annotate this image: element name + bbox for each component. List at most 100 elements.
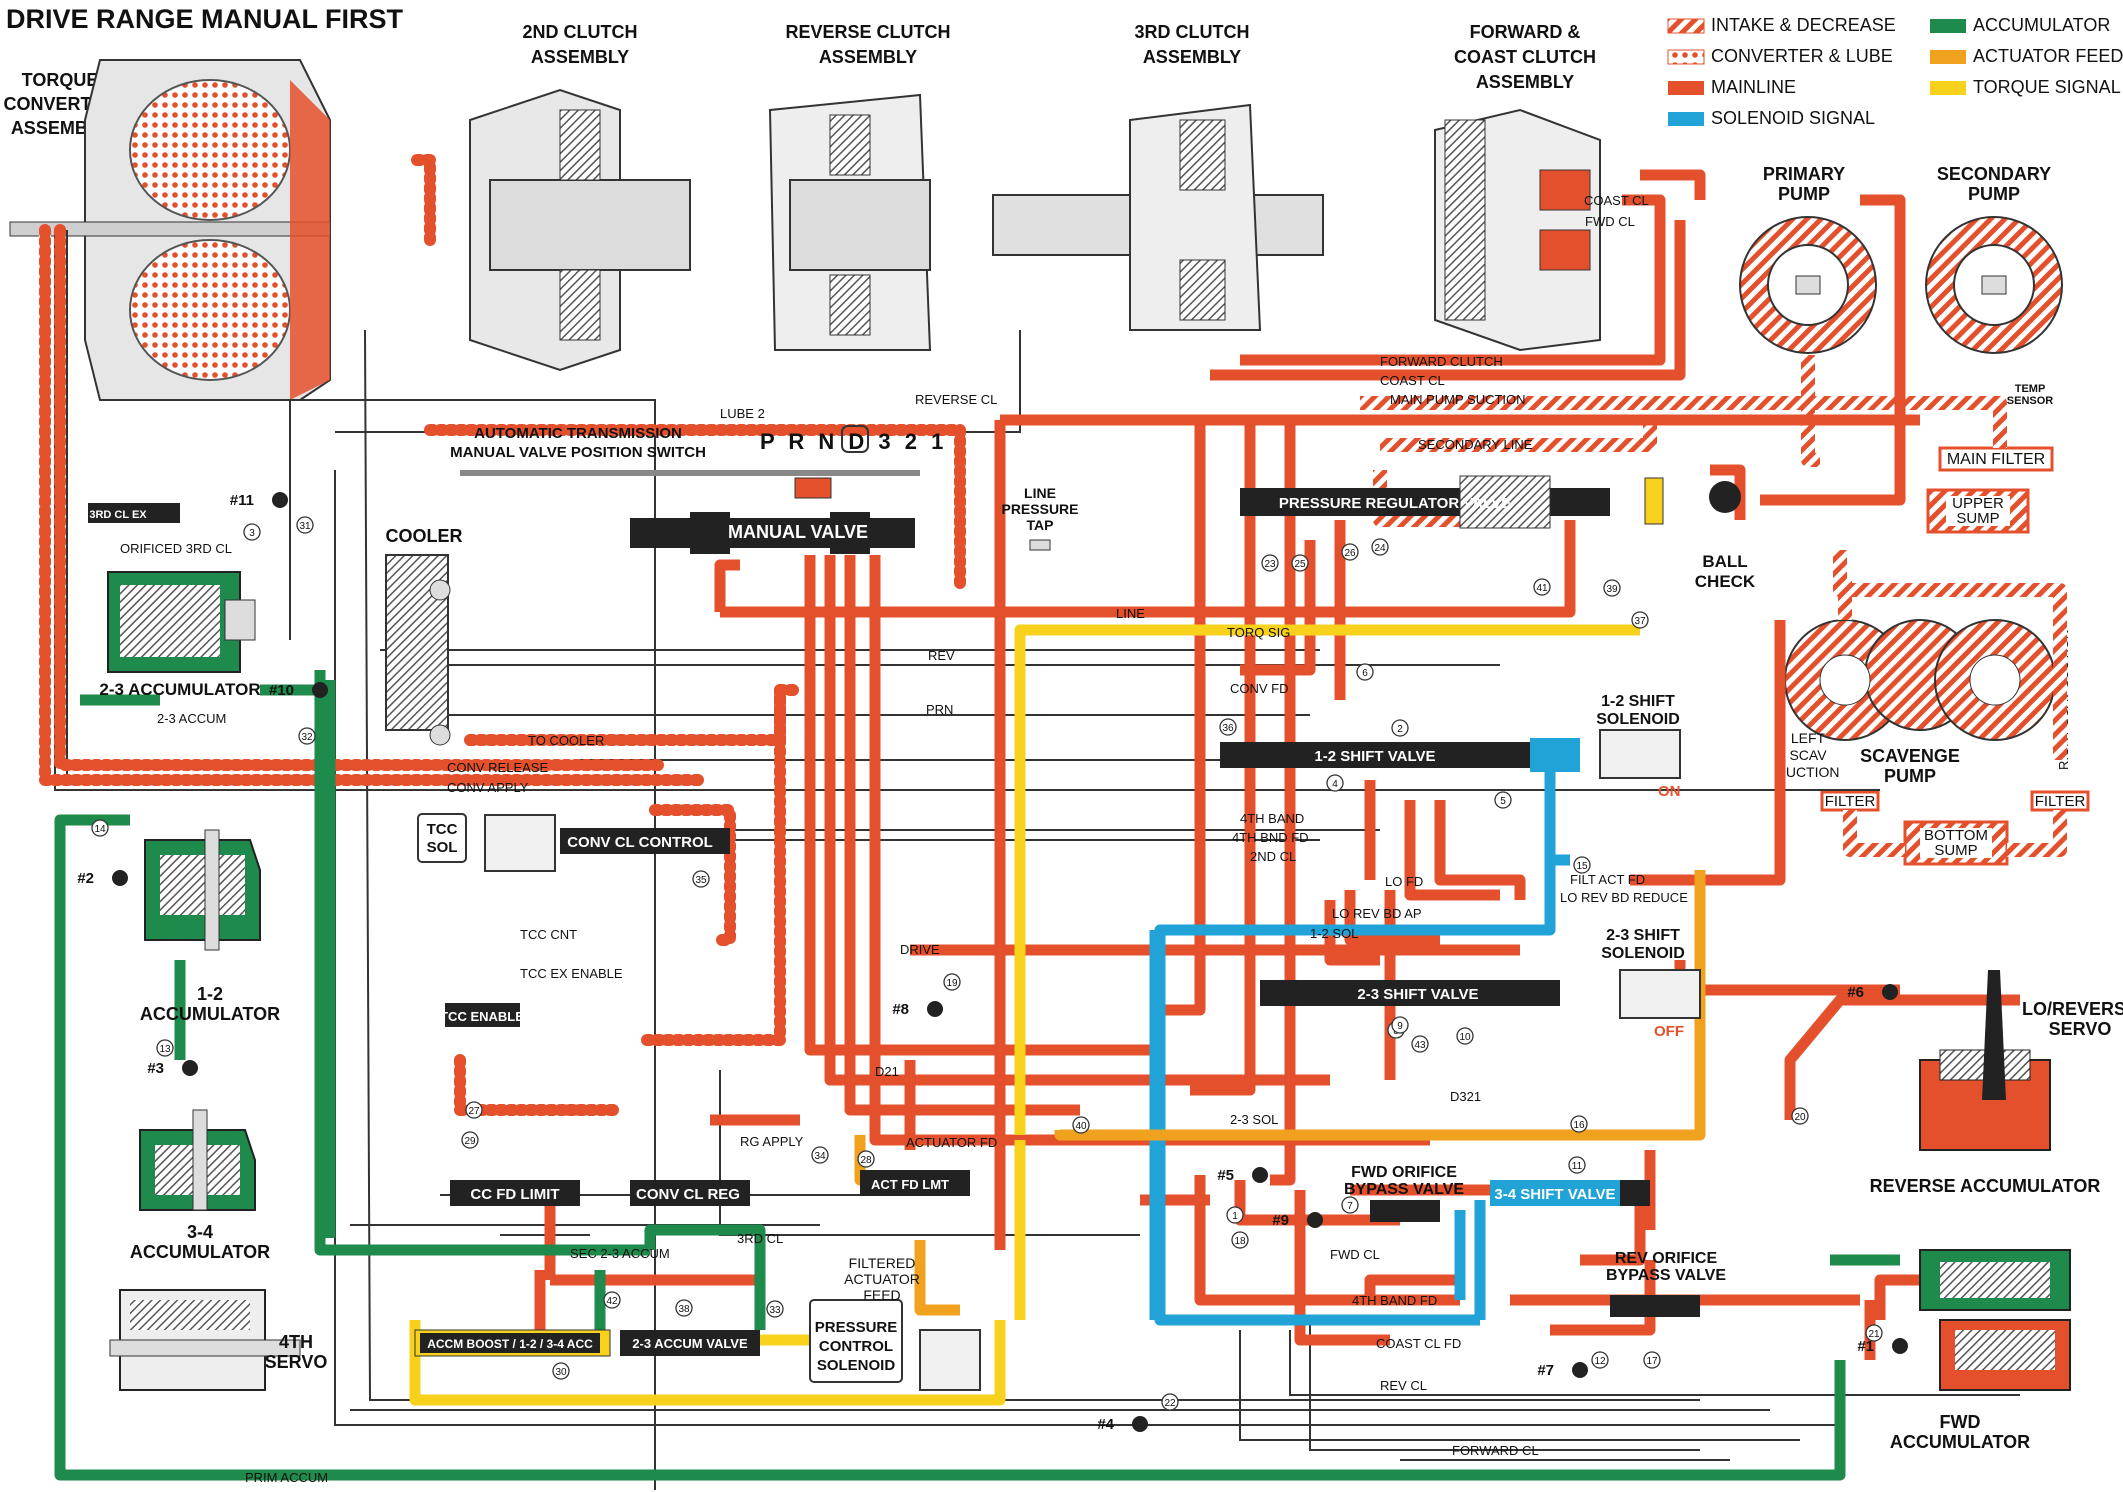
orifice-number: 39 [1606, 584, 1618, 595]
legend-swatch-actuator [1930, 50, 1966, 64]
ball-check-marker [182, 1060, 198, 1076]
orifice-marker [1568, 1156, 1586, 1174]
passage-label-coast-cl: COAST CL [1584, 193, 1649, 208]
passage-label-main-pump-suction: MAIN PUMP SUCTION [1390, 392, 1526, 407]
secondary-pump [1925, 216, 2063, 354]
orifice-marker [1341, 1196, 1359, 1214]
rev-orifice-bypass-valve[interactable] [1610, 1295, 1700, 1317]
ball-checks: #1#2#3#4#5#6#7#8#9#10#11 [77, 492, 1908, 1433]
primary-pump-label-2: PUMP [1778, 184, 1830, 204]
legend-swatch-lube [1667, 49, 1705, 65]
conv-cl-control-valve[interactable] [560, 828, 730, 854]
shift-34-valve-label: 3-4 SHIFT VALVE [1494, 1186, 1615, 1203]
orifice-marker [1371, 538, 1389, 556]
passage-label-fwd-cl: FWD CL [1330, 1247, 1380, 1262]
orifice-number: 12 [1594, 1356, 1606, 1367]
shift-23-solenoid[interactable] [1619, 969, 1701, 1019]
rev-orifice-label-2: BYPASS VALVE [1606, 1267, 1726, 1284]
legend-swatch-intake [1667, 18, 1705, 34]
passage-label-orificed-3rd-cl: ORIFICED 3RD CL [120, 541, 232, 556]
passage-label-rg-apply: RG APPLY [740, 1134, 804, 1149]
pressure-control-solenoid[interactable] [919, 1329, 981, 1391]
clutch2-label-1: 2ND CLUTCH [523, 22, 638, 42]
lo-reverse-label-1: LO/REVERSE [2022, 999, 2123, 1019]
tcc-enable-valve[interactable] [445, 1003, 520, 1027]
ball-check-label-1: BALL [1702, 552, 1747, 571]
cc-fd-limit-label: CC FD LIMIT [470, 1186, 559, 1203]
passage-label-actuator-fd: ACTUATOR FD [906, 1135, 997, 1150]
ball-check-marker [312, 682, 328, 698]
accm-boost-label: ACCM BOOST / 1-2 / 3-4 ACC [427, 1337, 593, 1351]
tcc-sol-label-1: TCC [427, 821, 458, 838]
bottom-sump-label-2: SUMP [1934, 842, 1977, 859]
fwd-orifice-bypass-valve[interactable] [1370, 1200, 1440, 1222]
passage-label-lo-rev-bd-reduce: LO REV BD REDUCE [1560, 890, 1688, 905]
ball-check-marker [1882, 984, 1898, 1000]
orifice-number: 42 [606, 1296, 618, 1307]
accumulator-34-label-1: 3-4 [187, 1222, 213, 1242]
shift-12-solenoid[interactable] [1599, 729, 1681, 779]
orifice-number: 24 [1374, 543, 1386, 554]
bottom-sump-label-1: BOTTOM [1924, 827, 1988, 844]
cc-fd-limit-valve[interactable] [450, 1180, 580, 1206]
scavenge-pump-label-2: PUMP [1884, 766, 1936, 786]
page-title: DRIVE RANGE MANUAL FIRST [6, 4, 404, 34]
tcc-solenoid[interactable] [484, 814, 556, 872]
orifice-number: 36 [1222, 723, 1234, 734]
shift-23-valve[interactable] [1260, 980, 1560, 1006]
orifice-number: 13 [159, 1044, 171, 1055]
ball-check-number: #4 [1097, 1416, 1114, 1433]
orifice-number: 17 [1646, 1356, 1658, 1367]
lo-reverse-label-2: SERVO [2049, 1019, 2112, 1039]
assembly-labels: TORQUE CONVERTER ASSEMBLY 2ND CLUTCH ASS… [3, 22, 2051, 786]
orifice-number: 33 [769, 1305, 781, 1316]
passage-label-4th-bnd-fd: 4TH BND FD [1232, 830, 1309, 845]
reverse-accumulator-label: REVERSE ACCUMULATOR [1870, 1176, 2101, 1196]
orifice-marker [1341, 543, 1359, 561]
tcc-enable-label: TCC ENABLE [440, 1009, 524, 1024]
accum-23-valve[interactable] [620, 1330, 760, 1356]
forward-accumulator-label-2: ACCUMULATOR [1890, 1432, 2030, 1452]
filters-and-sumps: MAIN FILTER UPPER SUMP BOTTOM SUMP TEMP … [1777, 383, 2090, 866]
passage-label-coast-cl-fd: COAST CL FD [1376, 1336, 1461, 1351]
passage-label-4th-band-fd: 4TH BAND FD [1352, 1293, 1437, 1308]
passage-label-filt-act-fd: FILT ACT FD [1570, 872, 1645, 887]
shift-12-valve[interactable] [1220, 742, 1560, 768]
left-scav-label-2: SCAV [1789, 747, 1827, 763]
third-cl-ex-label: 3RD CL EX [89, 509, 147, 521]
passage-label-conv-apply: CONV APPLY [447, 780, 529, 795]
shift-12-solenoid-label-1: 1-2 SHIFT [1601, 693, 1675, 710]
passage-label-to-cooler: TO COOLER [528, 733, 604, 748]
third-cl-ex-valve[interactable] [88, 503, 180, 523]
passage-label-lo-fd: LO FD [1385, 874, 1423, 889]
orifice-number: 40 [1075, 1121, 1087, 1132]
legend-swatch-torque [1930, 81, 1966, 95]
pcs-label-2: CONTROL [819, 1338, 893, 1355]
orifice-number: 18 [1234, 1236, 1246, 1247]
orifice-marker [1591, 1351, 1609, 1369]
conv-cl-reg-valve[interactable] [630, 1180, 750, 1206]
solenoid-passages [1149, 760, 1570, 1326]
ball-check-label-2: CHECK [1695, 572, 1756, 591]
lube-passages [39, 154, 966, 1116]
ball-check-marker [1252, 1167, 1268, 1183]
passage-label-tcc-ex-enable: TCC EX ENABLE [520, 966, 623, 981]
line-pressure-tap[interactable] [1029, 539, 1051, 551]
forward-clutch-label-2: COAST CLUTCH [1454, 47, 1596, 67]
passage-label-2-3-sol: 2-3 SOL [1230, 1112, 1278, 1127]
left-scav-filter-label: FILTER [1825, 793, 1876, 810]
manual-valve-label: MANUAL VALVE [728, 522, 868, 542]
orifice-number: 10 [1459, 1032, 1471, 1043]
orifice-number: 34 [814, 1151, 826, 1162]
switch-title-2: MANUAL VALVE POSITION SWITCH [450, 444, 706, 461]
orifice-number: 22 [1164, 1398, 1176, 1409]
accumulator-12-label-2: ACCUMULATOR [140, 1004, 280, 1024]
act-fd-lmt-valve[interactable] [860, 1170, 970, 1196]
orifice-marker [1261, 554, 1279, 572]
orifice-number: 37 [1634, 616, 1646, 627]
orifice-number: 30 [555, 1367, 567, 1378]
passage-label-conv-fd: CONV FD [1230, 681, 1289, 696]
right-scav-filter-label: FILTER [2035, 793, 2086, 810]
ball-check-number: #10 [269, 682, 294, 699]
